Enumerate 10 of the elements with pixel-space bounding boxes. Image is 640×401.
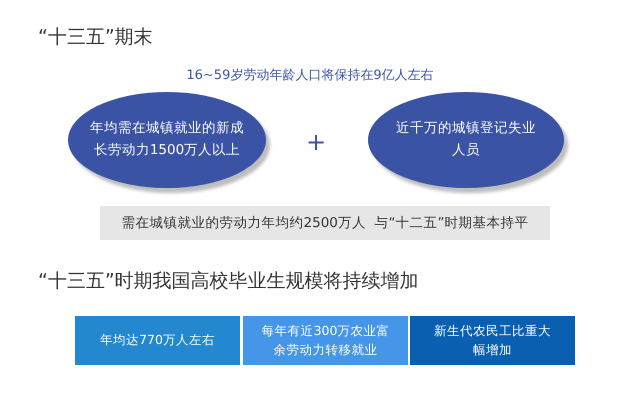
heading: “十三五”期末 [38, 25, 153, 50]
plus-sign: + [306, 130, 326, 154]
summary-band: 需在城镇就业的劳动力年均约2500万人 与“十二五”时期基本持平 [100, 206, 550, 240]
info-box: 新生代农民工比重大幅增加 [410, 316, 575, 365]
info-box: 每年有近300万农业富余劳动力转移就业 [243, 316, 408, 365]
info-box: 年均达770万人左右 [75, 316, 240, 365]
ellipse-node: 近千万的城镇登记失业人员 [368, 92, 564, 188]
heading: “十三五”时期我国高校毕业生规模将持续增加 [38, 269, 419, 294]
ellipse-node: 年均需在城镇就业的新成长劳动力1500万人以上 [68, 92, 266, 188]
subtitle: 16~59岁劳动年龄人口将保持在9亿人左右 [185, 67, 435, 84]
